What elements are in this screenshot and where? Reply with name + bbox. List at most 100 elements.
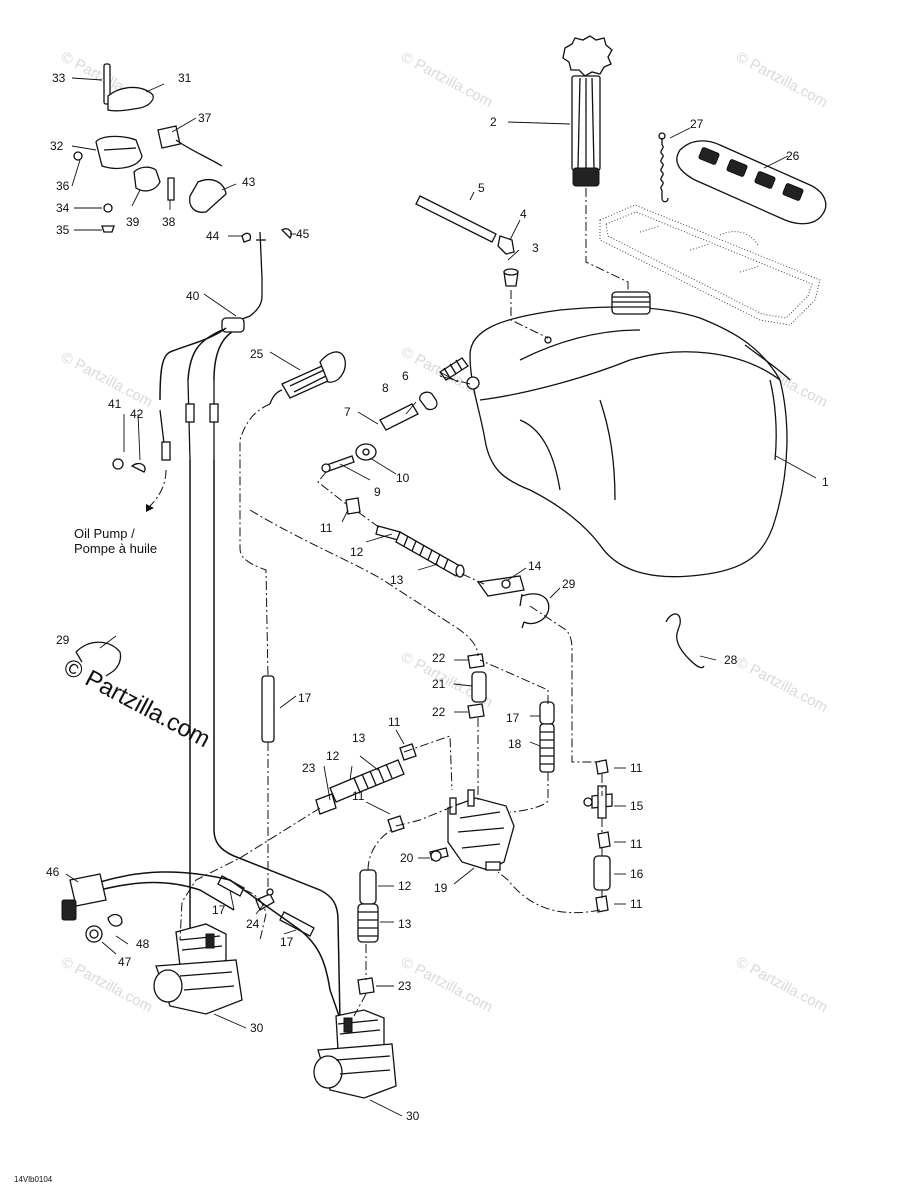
fuel-gauge-cap: [562, 35, 613, 187]
callout-35: 35: [56, 223, 70, 237]
callout-13: 13: [390, 573, 404, 587]
callout-32: 32: [50, 139, 64, 153]
hose-clamp: [345, 497, 611, 913]
callout-14: 14: [528, 559, 542, 573]
throttle-cable: [112, 228, 292, 473]
callout-19: 19: [434, 881, 448, 895]
oil-pump-note: Oil Pump / Pompe à huile: [74, 526, 157, 556]
callout-7: 7: [344, 405, 351, 419]
callout-5: 5: [478, 181, 485, 195]
watermark: © Partzilla.com: [58, 349, 155, 411]
carburetor-right: [313, 1009, 397, 1099]
primer-pump: [269, 351, 346, 405]
tank-pad: [676, 140, 827, 225]
tie-wrap: [665, 613, 705, 669]
tee-fitting: [583, 785, 613, 891]
watermark: © Partzilla.com: [733, 654, 830, 716]
callout-22: 22: [432, 705, 446, 719]
oil-pump-label-fr: Pompe à huile: [74, 541, 157, 556]
callout-30: 30: [406, 1109, 420, 1123]
assembly-lines: [179, 188, 629, 1017]
callout-34: 34: [56, 201, 70, 215]
callout-40: 40: [186, 289, 200, 303]
callout-11: 11: [352, 789, 365, 803]
callout-17: 17: [506, 711, 520, 725]
callout-30: 30: [250, 1021, 264, 1035]
impulse-hose: [539, 701, 555, 773]
callout-24: 24: [246, 917, 260, 931]
watermark: © Partzilla.com: [398, 49, 495, 111]
callout-22: 22: [432, 651, 446, 665]
callout-44: 44: [206, 229, 220, 243]
primer-fittings: [217, 875, 315, 937]
callout-11: 11: [388, 715, 401, 729]
callout-13: 13: [398, 917, 412, 931]
callout-12: 12: [326, 749, 340, 763]
callout-43: 43: [242, 175, 256, 189]
callout-41: 41: [108, 397, 122, 411]
fuel-pump: [429, 789, 515, 871]
callout-25: 25: [250, 347, 264, 361]
callout-38: 38: [162, 215, 176, 229]
callout-21: 21: [432, 677, 446, 691]
tension-spring: [658, 132, 669, 203]
callout-11: 11: [630, 837, 643, 851]
callout-29: 29: [562, 577, 576, 591]
callout-26: 26: [786, 149, 800, 163]
callout-11: 11: [630, 761, 643, 775]
vent-line: [415, 195, 519, 287]
callout-17: 17: [298, 691, 312, 705]
callout-17: 17: [212, 903, 226, 917]
callout-45: 45: [296, 227, 310, 241]
callout-2: 2: [490, 115, 497, 129]
callout-28: 28: [724, 653, 738, 667]
callout-15: 15: [630, 799, 644, 813]
watermark: © Partzilla.com: [733, 49, 830, 111]
callout-33: 33: [52, 71, 66, 85]
callout-23: 23: [398, 979, 412, 993]
inline-hose-upper: [467, 653, 487, 719]
callout-8: 8: [382, 381, 389, 395]
throttle-housing: [73, 63, 227, 233]
figure-code: 14Vlb0104: [14, 1175, 53, 1184]
callout-1: 1: [822, 475, 829, 489]
callout-4: 4: [520, 207, 527, 221]
watermark: © Partzilla.com: [398, 954, 495, 1016]
callout-36: 36: [56, 179, 70, 193]
callout-37: 37: [198, 111, 212, 125]
primer-hose: [261, 675, 275, 743]
callout-labels: 1 2 3 4 5 6 7 8 9 10 11 11 11 11 11 11 1…: [46, 71, 829, 1123]
callout-11: 11: [630, 897, 643, 911]
callout-17: 17: [280, 935, 294, 949]
callout-29: 29: [56, 633, 70, 647]
callout-27: 27: [690, 117, 704, 131]
callout-46: 46: [46, 865, 60, 879]
cable-clip: [75, 641, 122, 677]
oil-pump-label-en: Oil Pump /: [74, 526, 135, 541]
callout-20: 20: [400, 851, 414, 865]
callout-11: 11: [320, 521, 333, 535]
callout-39: 39: [126, 215, 140, 229]
fuel-tank: [466, 291, 791, 578]
hose-retainer: [476, 575, 550, 629]
fuel-hose-carb: [357, 869, 379, 995]
watermark-main: © Partzilla.com: [59, 653, 214, 753]
callout-42: 42: [130, 407, 144, 421]
callout-23: 23: [302, 761, 316, 775]
callout-31: 31: [178, 71, 192, 85]
callout-47: 47: [118, 955, 132, 969]
watermark: © Partzilla.com: [733, 954, 830, 1016]
callout-12: 12: [350, 545, 364, 559]
callout-6: 6: [402, 369, 409, 383]
callout-10: 10: [396, 471, 410, 485]
fuel-hose-lower: [315, 759, 405, 815]
tank-support-bracket: [599, 204, 821, 326]
watermark: © Partzilla.com: [58, 954, 155, 1016]
carb-heater-connector: [61, 873, 123, 943]
leader-lines: [65, 77, 817, 1117]
callout-16: 16: [630, 867, 644, 881]
carburetor-left: [153, 923, 243, 1015]
oil-pump-arrow: [146, 469, 167, 512]
callout-3: 3: [532, 241, 539, 255]
